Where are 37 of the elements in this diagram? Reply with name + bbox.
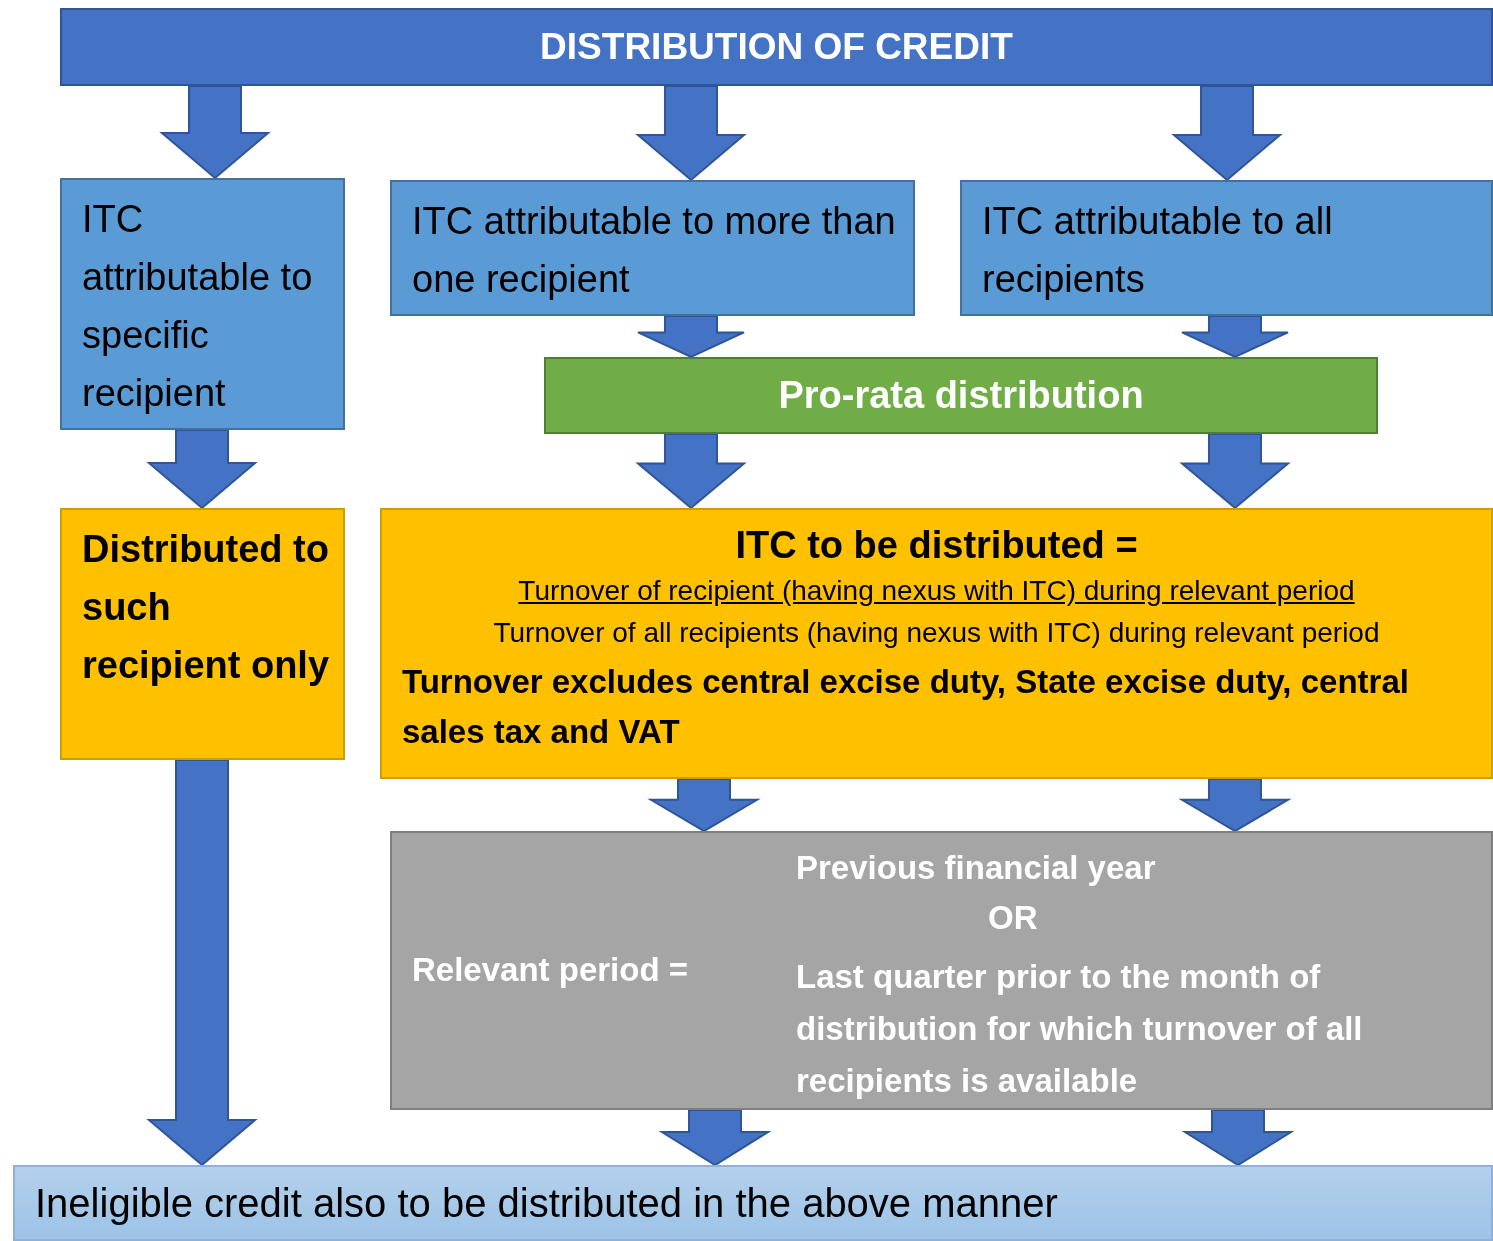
block-arrow: [647, 778, 761, 833]
block-arrow: [1171, 85, 1283, 182]
footer-text: Ineligible credit also to be distributed in the above manner: [34, 1180, 1059, 1226]
box-text: ITC attributable to all recipients: [981, 199, 1334, 302]
process-box: [60, 508, 345, 760]
definition-label: Relevant period =: [412, 951, 688, 989]
block-arrow: [635, 433, 747, 510]
process-box: [13, 1165, 1493, 1241]
block-arrow: [1181, 1109, 1295, 1167]
formula-heading: ITC to be distributed =: [734, 524, 1139, 567]
block-arrow: [146, 429, 258, 510]
box-text: ITC attributable to more than one recipient: [411, 199, 897, 302]
process-box: [390, 831, 1493, 1110]
box-text: Distributed to such recipient only: [81, 527, 331, 688]
block-arrow: [635, 85, 747, 182]
block-arrow: [1181, 315, 1289, 359]
block-arrow: [159, 85, 271, 180]
note-text: Turnover excludes central excise duty, State excise duty, central sales tax and VAT: [401, 662, 1410, 752]
block-arrow: [1179, 433, 1291, 510]
block-arrow: [146, 759, 258, 1167]
title-text: DISTRIBUTION OF CREDIT: [540, 26, 1013, 68]
formula-numerator: Turnover of recipient (having nexus with ITC) during relevant period: [518, 575, 1355, 607]
option-text: Last quarter prior to the month of distribution for which turnover of all recipients is available: [796, 957, 1364, 1101]
option-text: Previous financial year: [796, 849, 1156, 887]
block-arrow: [637, 315, 745, 359]
block-arrow: [658, 1109, 772, 1167]
process-box: [390, 180, 915, 316]
formula-denominator: Turnover of all recipients (having nexus with ITC) during relevant period: [492, 617, 1381, 649]
process-box: [380, 508, 1493, 779]
box-text: ITC attributable to specific recipient: [81, 197, 314, 416]
title-bar: [60, 8, 1493, 86]
process-box: [960, 180, 1493, 316]
box-text: Pro-rata distribution: [778, 374, 1144, 417]
block-arrow: [1178, 778, 1292, 833]
process-box: [544, 357, 1378, 434]
or-text: OR: [988, 899, 1038, 937]
process-box: [60, 178, 345, 430]
